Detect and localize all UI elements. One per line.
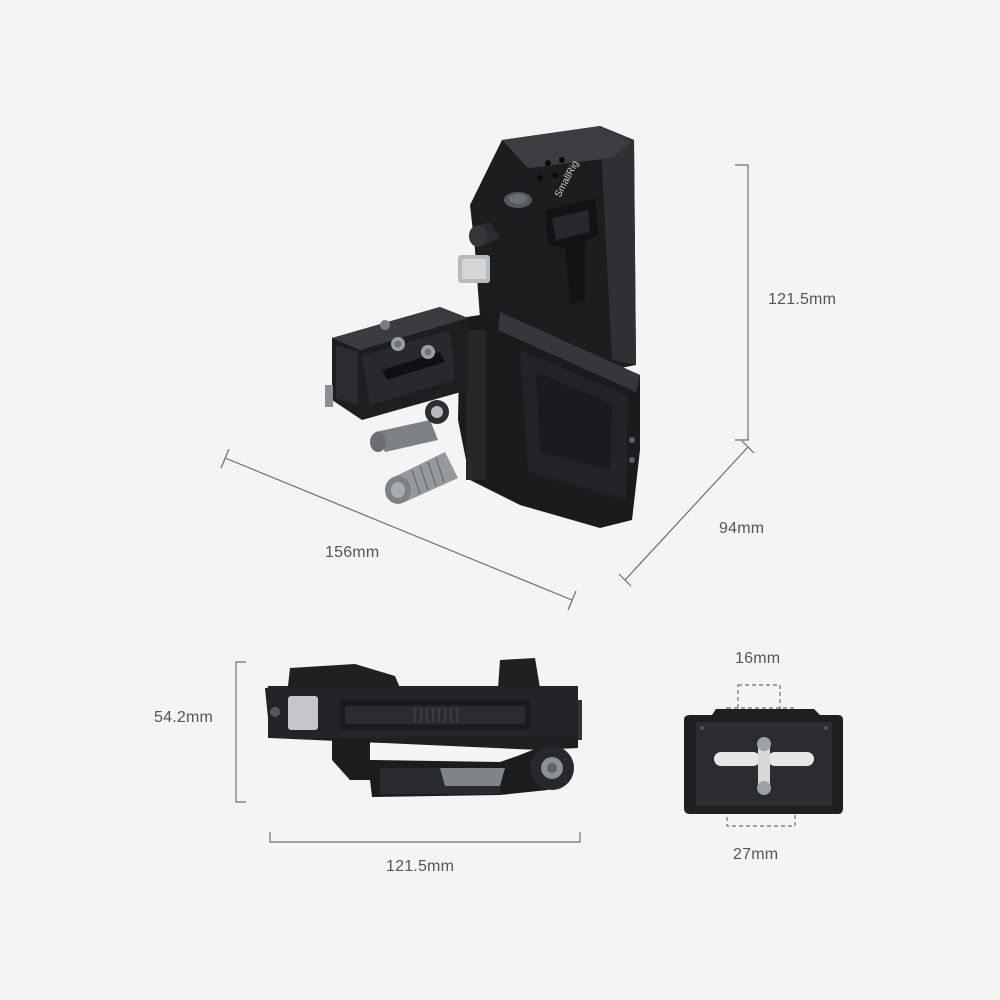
- side-length-dimension-label: 121.5mm: [386, 858, 455, 875]
- side-height-dimension-label: 54.2mm: [154, 709, 213, 726]
- plate-bottom-dimension-label: 27mm: [733, 846, 779, 863]
- main-product-3d: SmallRig: [325, 126, 640, 528]
- length-dimension-label: 156mm: [325, 544, 380, 561]
- plate-top-dimension-label: 16mm: [735, 650, 781, 667]
- depth-dimension-line: [624, 446, 749, 581]
- length-dimension-line: [224, 457, 573, 601]
- side-length-dimension-line: [269, 832, 581, 843]
- height-dimension-line: [735, 164, 749, 441]
- height-dimension-label: 121.5mm: [768, 291, 837, 308]
- side-height-dimension-line: [235, 661, 246, 803]
- arca-plate-front-view: [684, 709, 843, 814]
- product-side-view: [265, 658, 582, 797]
- depth-dimension-label: 94mm: [719, 520, 765, 537]
